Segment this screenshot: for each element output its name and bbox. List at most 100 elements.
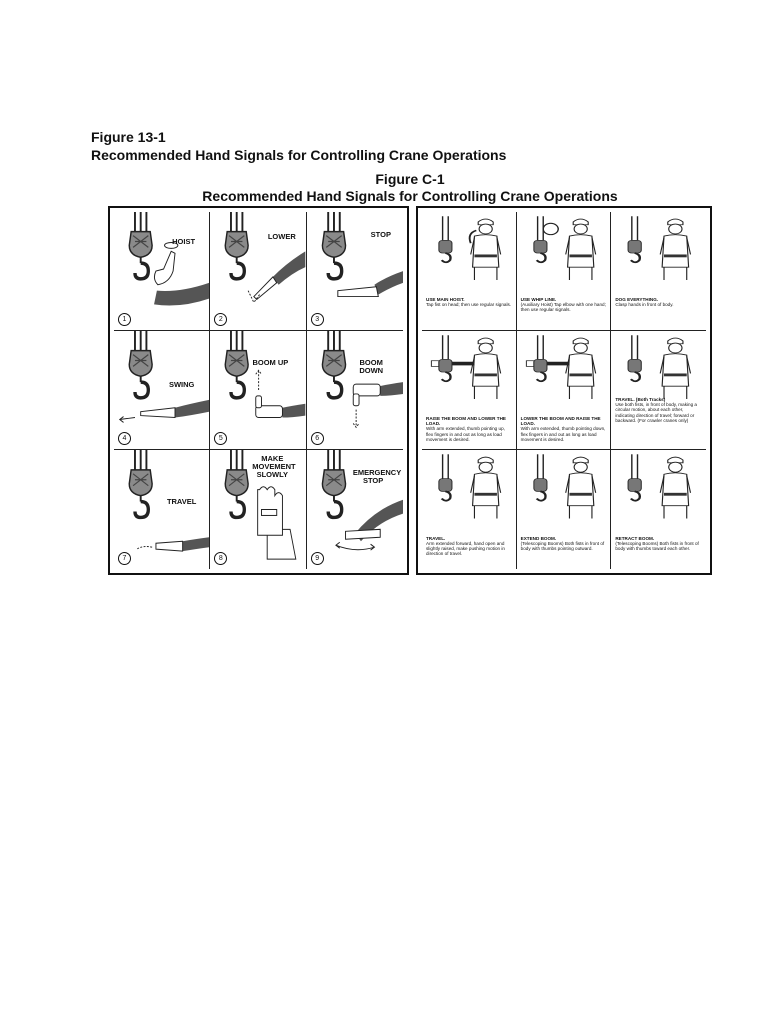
signal-number: 1: [118, 313, 131, 326]
hand-push-icon: [128, 450, 210, 552]
signal-cell-right-4: RAISE THE BOOM AND LOWER THE LOAD.With a…: [422, 331, 517, 450]
signal-caption-title: LOWER THE BOOM AND RAISE THE LOAD.: [520, 415, 601, 427]
signal-caption: USE MAIN HOIST.Tap fist on head; then us…: [426, 297, 513, 307]
signal-caption-title: EXTEND BOOM.: [520, 535, 557, 541]
signal-caption-text: (Telescoping Booms) Both fists in front …: [615, 540, 699, 552]
signal-caption: RAISE THE BOOM AND LOWER THE LOAD.With a…: [426, 416, 513, 442]
signal-label: LOWER: [267, 232, 296, 242]
signal-label: MAKE MOVEMENT SLOWLY: [252, 453, 296, 479]
hook-line-icon: [438, 335, 453, 383]
signal-label: TRAVEL: [166, 496, 197, 506]
worker-figure-icon: [659, 456, 692, 519]
worker-figure-icon: [470, 456, 502, 519]
hook-line-icon: [627, 216, 643, 264]
crane-hook-icon: [128, 212, 153, 281]
signal-cell-right-9: RETRACT BOOM.(Telescoping Booms) Both fi…: [611, 450, 706, 569]
signal-caption-title: DOG EVERYTHING.: [615, 296, 659, 302]
signal-cell-right-6: TRAVEL. (Both Tracks)Use both fists, in …: [611, 331, 706, 450]
worker-figure-icon: [430, 337, 502, 399]
worker-figure-icon: [468, 218, 502, 280]
crane-hook-icon: [224, 450, 250, 520]
signal-cell-5: BOOM UP 5: [210, 331, 307, 450]
signal-label: HOIST: [172, 236, 196, 246]
worker-figure-icon: [525, 337, 596, 399]
signal-cell-right-2: USE WHIP LINE.(Auxiliary Hoist) Tap elbo…: [516, 212, 612, 331]
hook-line-icon: [438, 454, 453, 502]
signal-caption: LOWER THE BOOM AND RAISE THE LOAD.With a…: [521, 416, 608, 442]
signal-number: 9: [310, 552, 324, 565]
document-title: Figure 13-1 Recommended Hand Signals for…: [91, 128, 506, 164]
worker-figure-icon: [659, 337, 692, 399]
signal-number: 5: [214, 432, 228, 445]
point-direction-icon: [118, 331, 210, 423]
document-figure-number: Figure 13-1: [91, 129, 166, 145]
signal-number: 4: [118, 432, 131, 445]
signal-caption-title: USE MAIN HOIST.: [426, 296, 465, 302]
signal-caption: RETRACT BOOM.(Telescoping Booms) Both fi…: [615, 536, 703, 552]
worker-signal-icon: [627, 454, 692, 519]
signal-label: BOOM UP: [252, 358, 289, 368]
signal-number: 8: [214, 552, 228, 565]
flat-hand-icon: [321, 212, 403, 298]
signal-label: BOOM DOWN: [359, 358, 384, 376]
signal-caption-title: USE WHIP LINE.: [520, 296, 557, 302]
hook-line-icon: [627, 335, 643, 383]
signal-cell-right-8: EXTEND BOOM.(Telescoping Booms) Both fis…: [517, 450, 612, 569]
signal-caption-title: RAISE THE BOOM AND LOWER THE LOAD.: [426, 415, 506, 427]
signal-caption-text: Tap fist on head; then use regular signa…: [426, 302, 512, 308]
worker-figure-icon: [564, 456, 596, 519]
crane-hook-icon: [321, 331, 346, 400]
worker-signal-icon: [430, 335, 502, 399]
signal-cell-9: EMERGENCY STOP 9: [307, 450, 403, 569]
signal-caption-text: Use both fists, in front of body, making…: [615, 402, 697, 423]
signal-caption: TRAVEL. (Both Tracks)Use both fists, in …: [615, 397, 703, 423]
worker-signal-icon: [438, 454, 502, 519]
finger-circle-up-icon: [128, 212, 210, 306]
signal-caption-text: Arm extended forward, hand open and slig…: [426, 540, 505, 557]
signal-cell-right-3: DOG EVERYTHING.Clasp hands in front of b…: [611, 212, 706, 331]
worker-signal-icon: [533, 216, 596, 280]
signal-label: EMERGENCY STOP: [352, 468, 402, 486]
signal-number: 3: [310, 313, 324, 326]
crane-hook-icon: [128, 450, 153, 520]
hook-line-icon: [533, 335, 548, 383]
signal-caption: USE WHIP LINE.(Auxiliary Hoist) Tap elbo…: [521, 297, 608, 313]
hook-line-icon: [438, 216, 453, 264]
figure-number: Figure C-1: [375, 171, 445, 187]
signal-caption-title: TRAVEL.: [426, 535, 446, 541]
signal-caption-title: RETRACT BOOM.: [615, 535, 655, 541]
signal-caption-text: (Auxiliary Hoist) Tap elbow with one han…: [520, 302, 606, 313]
worker-signal-icon: [525, 335, 596, 399]
hand-signals-panel-right: USE MAIN HOIST.Tap fist on head; then us…: [416, 206, 712, 575]
signal-cell-1: HOIST 1: [114, 212, 211, 331]
signal-cell-right-5: LOWER THE BOOM AND RAISE THE LOAD.With a…: [516, 331, 612, 450]
signal-caption-text: With arm extended, thumb pointing down, …: [520, 426, 606, 442]
signal-label: SWING: [168, 379, 195, 389]
signal-cell-4: SWING 4: [114, 331, 211, 450]
signal-cell-right-1: USE MAIN HOIST.Tap fist on head; then us…: [422, 212, 517, 331]
signal-cell-right-7: TRAVEL.Arm extended forward, hand open a…: [422, 450, 517, 569]
worker-signal-icon: [438, 216, 502, 280]
hook-line-icon: [627, 454, 643, 502]
signal-cell-2: LOWER 2: [210, 212, 307, 331]
signal-caption: TRAVEL.Arm extended forward, hand open a…: [426, 536, 513, 557]
hand-over-hand-icon: [224, 450, 297, 560]
crane-hook-icon: [321, 212, 346, 281]
worker-signal-icon: [627, 335, 692, 399]
crane-hook-icon: [128, 331, 153, 400]
arm-sweep-icon: [321, 450, 403, 551]
worker-figure-icon: [659, 218, 692, 280]
document-figure-title: Recommended Hand Signals for Controlling…: [91, 147, 507, 163]
hook-line-icon: [533, 216, 548, 264]
signal-number: 2: [214, 313, 228, 326]
signal-caption-text: (Telescoping Booms) Both fists in front …: [520, 540, 605, 552]
signal-caption-title: TRAVEL. (Both Tracks): [615, 397, 666, 403]
crane-hook-icon: [321, 450, 346, 520]
signal-caption: EXTEND BOOM.(Telescoping Booms) Both fis…: [521, 536, 608, 552]
worker-signal-icon: [627, 216, 692, 280]
crane-hook-icon: [224, 212, 250, 281]
